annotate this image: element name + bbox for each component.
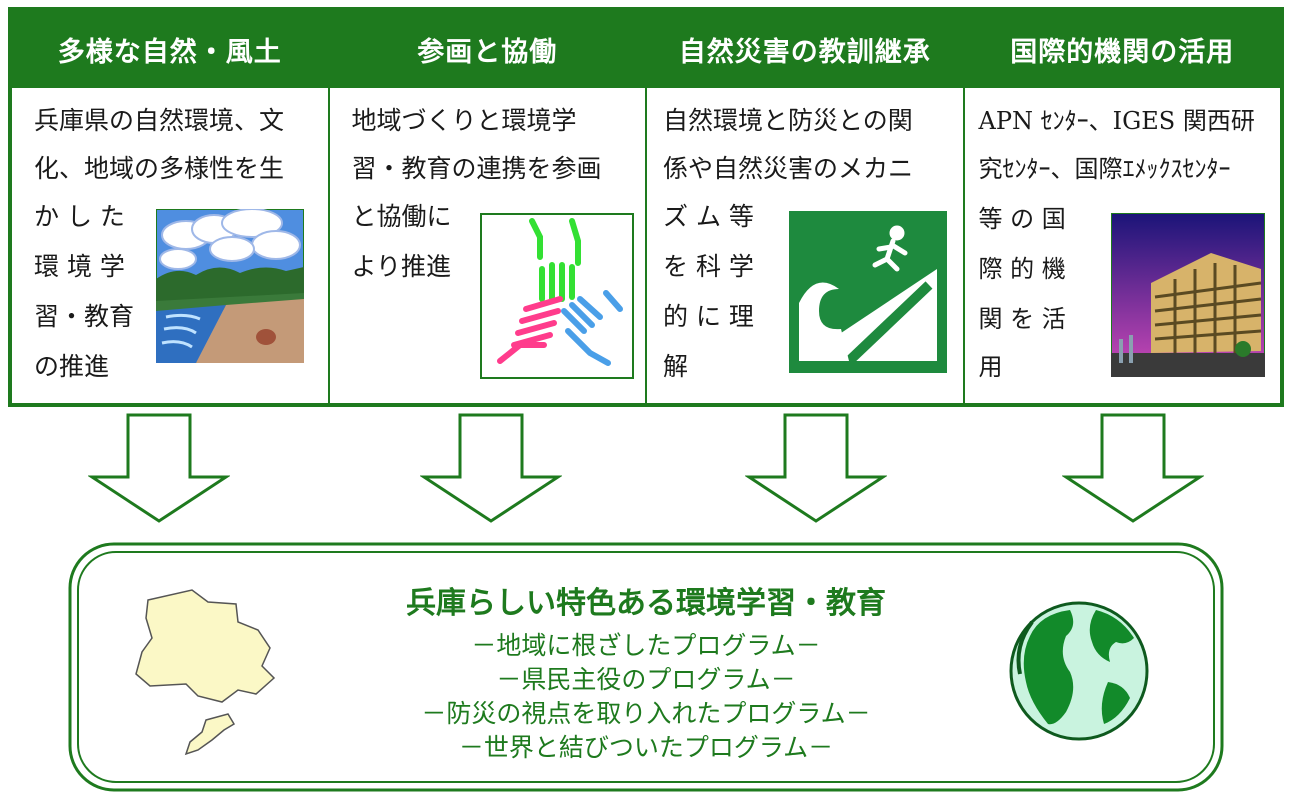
column-text-line: 習・教育の連携を参画 (351, 154, 602, 183)
column-text-line: 関 を 活 (978, 305, 1066, 333)
column-title: 多様な自然・風土 (12, 11, 328, 91)
column-body: 兵庫県の自然環境、文 化、地域の多様性を生 か し た 環 境 学 習・教育 の… (12, 91, 328, 403)
beach-landscape-icon (156, 209, 304, 363)
column-text-line: を 科 学 (663, 252, 754, 281)
summary-item: －地域に根ざしたプログラム－ (471, 631, 821, 660)
column-title: 参画と協働 (329, 11, 645, 91)
joined-hands-icon (479, 213, 634, 379)
column-text-line: より推進 (351, 252, 452, 281)
column-text-line: 係や自然災害のメカニ (663, 154, 914, 183)
office-building-icon (1110, 213, 1265, 377)
column-text-line: 化、地域の多様性を生 (34, 154, 285, 183)
down-arrow-icon (745, 413, 887, 523)
down-arrow-icon (88, 413, 230, 523)
column-text-line: 等 の 国 (978, 205, 1066, 233)
summary-item: －県民主役のプログラム－ (496, 665, 796, 694)
column-text-line: 兵庫県の自然環境、文 (34, 106, 285, 135)
column-text-line: 的 に 理 (663, 302, 754, 331)
summary-title: 兵庫らしい特色ある環境学習・教育 (406, 586, 886, 621)
theme-grid: 多様な自然・風土 兵庫県の自然環境、文 化、地域の多様性を生 か し た 環 境… (8, 7, 1284, 407)
column-text-line: か し た (34, 202, 125, 231)
column-text-line: 際 的 機 (978, 255, 1066, 283)
column-text-line: APN ｾﾝﾀｰ、IGES 関西研 (978, 107, 1255, 135)
column-text-line: ズ ム 等 (663, 202, 754, 231)
column-body: APN ｾﾝﾀｰ、IGES 関西研 究ｾﾝﾀｰ、国際ｴﾒｯｸｽｾﾝﾀｰ 等 の … (965, 91, 1281, 403)
column-text-line: 習・教育 (34, 302, 135, 331)
column-text-line: の推進 (34, 352, 110, 381)
column-text-line: 解 (663, 352, 689, 381)
column-international: 国際的機関の活用 APN ｾﾝﾀｰ、IGES 関西研 究ｾﾝﾀｰ、国際ｴﾒｯｸｽ… (964, 11, 1281, 403)
hyogo-map-icon (135, 589, 276, 756)
summary-box: 兵庫らしい特色ある環境学習・教育 －地域に根ざしたプログラム－ －県民主役のプロ… (68, 542, 1224, 792)
column-text-line: 地域づくりと環境学 (351, 106, 577, 135)
column-participation: 参画と協働 地域づくりと環境学 習・教育の連携を参画 と協働に より推進 (329, 11, 647, 403)
column-text-line: 究ｾﾝﾀｰ、国際ｴﾒｯｸｽｾﾝﾀｰ (978, 155, 1231, 183)
column-text-line: 自然環境と防災との関 (663, 106, 913, 135)
column-body: 地域づくりと環境学 習・教育の連携を参画 と協働に より推進 (330, 91, 646, 403)
column-disaster: 自然災害の教訓継承 自然環境と防災との関 係や自然災害のメカニ ズ ム 等 を … (647, 11, 965, 403)
down-arrow-icon (1062, 413, 1204, 523)
column-text-line: 環 境 学 (34, 252, 125, 281)
column-title: 自然災害の教訓継承 (647, 11, 963, 91)
column-title: 国際的機関の活用 (964, 11, 1280, 91)
summary-frame (68, 542, 1224, 792)
column-body: 自然環境と防災との関 係や自然災害のメカニ ズ ム 等 を 科 学 的 に 理 … (647, 91, 963, 403)
summary-item: －世界と結びついたプログラム－ (458, 733, 834, 762)
down-arrow-icon (420, 413, 562, 523)
column-text-line: と協働に (351, 202, 452, 231)
column-text-line: 用 (978, 353, 1003, 381)
column-nature: 多様な自然・風土 兵庫県の自然環境、文 化、地域の多様性を生 か し た 環 境… (12, 11, 330, 403)
globe-icon (1009, 601, 1149, 741)
tsunami-evacuation-icon (789, 211, 947, 373)
summary-item: －防災の視点を取り入れたプログラム－ (421, 699, 871, 728)
